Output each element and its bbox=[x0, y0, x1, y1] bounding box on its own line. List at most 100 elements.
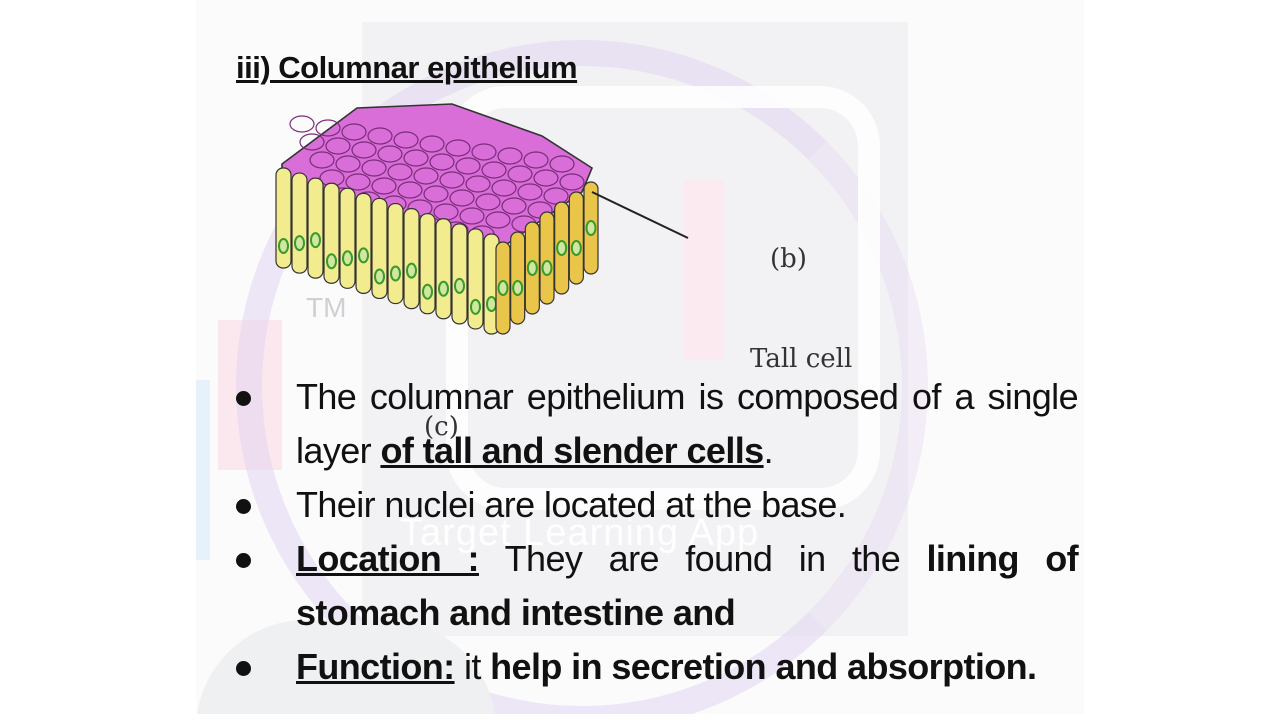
surface-cell bbox=[299, 133, 325, 151]
point-4-text: it bbox=[454, 646, 491, 687]
surface-cell bbox=[361, 159, 387, 177]
figure-label-c: (c) bbox=[424, 412, 459, 442]
list-item: Function: it help in secretion and absor… bbox=[236, 640, 1078, 694]
bullet-icon bbox=[236, 661, 251, 676]
surface-cell bbox=[371, 177, 397, 195]
surface-cell bbox=[413, 167, 439, 185]
columnar-cell bbox=[403, 208, 420, 310]
slide-page: Target Learning App TM iii) Columnar epi… bbox=[196, 0, 1084, 714]
point-4-emphasis: help in secretion and absorption. bbox=[490, 646, 1037, 687]
point-1-emphasis: of tall and slender cells bbox=[380, 430, 764, 471]
nucleus bbox=[374, 268, 385, 285]
list-item: Location : They are found in the lining … bbox=[236, 532, 1079, 640]
nucleus bbox=[585, 220, 597, 236]
surface-cell bbox=[549, 155, 575, 173]
surface-cell bbox=[419, 135, 445, 153]
nucleus bbox=[541, 260, 553, 276]
point-3-label: Location : bbox=[296, 538, 480, 579]
surface-cell bbox=[497, 147, 523, 165]
surface-cell bbox=[377, 145, 403, 163]
nucleus bbox=[512, 280, 524, 296]
surface-cell bbox=[325, 137, 351, 155]
columnar-cell bbox=[355, 192, 372, 294]
nucleus bbox=[497, 280, 509, 296]
bullet-icon bbox=[236, 499, 251, 514]
nucleus bbox=[438, 280, 449, 297]
tall-cell-pointer bbox=[591, 191, 689, 239]
surface-cell bbox=[523, 151, 549, 169]
nucleus bbox=[278, 238, 289, 254]
surface-cell bbox=[559, 173, 585, 191]
surface-cell bbox=[289, 115, 315, 133]
nucleus bbox=[470, 298, 481, 315]
epithelium-illustration bbox=[275, 103, 689, 335]
surface-cell bbox=[351, 141, 377, 159]
columnar-cell bbox=[339, 187, 356, 289]
point-1-end: . bbox=[763, 430, 774, 471]
surface-cell bbox=[393, 131, 419, 149]
nucleus bbox=[422, 283, 433, 300]
list-item: The columnar epithelium is composed of a… bbox=[236, 370, 1079, 478]
bullet-list: The columnar epithelium is composed of a… bbox=[236, 370, 1079, 694]
surface-cell bbox=[501, 197, 527, 215]
nucleus bbox=[342, 250, 353, 267]
surface-cell bbox=[533, 169, 559, 187]
list-item: Their nuclei are located at the base. bbox=[236, 478, 1078, 532]
columnar-cell bbox=[387, 202, 404, 305]
figure-label-tall-cell: Tall cell bbox=[750, 344, 853, 374]
nucleus bbox=[294, 235, 305, 252]
columnar-cell-side bbox=[539, 211, 555, 305]
surface-cell bbox=[387, 163, 413, 181]
surface-cell bbox=[445, 139, 471, 157]
nucleus bbox=[570, 240, 582, 256]
surface-cell bbox=[397, 181, 423, 199]
surface-cell bbox=[423, 185, 449, 203]
columnar-cell bbox=[307, 177, 324, 279]
point-3-emphasis: lining of stomach and intestine and bbox=[296, 538, 1079, 633]
columnar-cell bbox=[291, 172, 308, 274]
surface-cell bbox=[507, 165, 533, 183]
columnar-epithelium-figure: (b) Tall cell (c) bbox=[262, 96, 852, 442]
bullet-icon bbox=[236, 391, 251, 406]
surface-cell bbox=[341, 123, 367, 141]
nucleus bbox=[326, 253, 337, 270]
surface-cell bbox=[407, 199, 433, 217]
nucleus bbox=[390, 265, 401, 282]
bullet-icon bbox=[236, 553, 251, 568]
watermark-blue-bar bbox=[196, 380, 210, 560]
nucleus bbox=[358, 247, 369, 264]
surface-cell bbox=[429, 153, 455, 171]
surface-cell bbox=[309, 151, 335, 169]
surface-cell bbox=[315, 119, 341, 137]
columnar-cell-side bbox=[510, 231, 526, 325]
point-4-label: Function: bbox=[296, 646, 455, 687]
surface-cell bbox=[449, 189, 475, 207]
surface-cell bbox=[459, 207, 485, 225]
figure-label-b: (b) bbox=[770, 244, 807, 274]
surface-cell bbox=[345, 173, 371, 191]
point-2-text: Their nuclei are located at the base. bbox=[296, 484, 847, 525]
surface-cell bbox=[455, 157, 481, 175]
point-1-text: The columnar epithelium is composed of a… bbox=[296, 376, 1079, 471]
surface-cell bbox=[471, 143, 497, 161]
point-3-text: They are found in the bbox=[478, 538, 927, 579]
nucleus bbox=[406, 262, 417, 279]
surface-cell bbox=[465, 175, 491, 193]
nucleus bbox=[526, 260, 538, 276]
nucleus bbox=[310, 232, 321, 249]
surface-cell bbox=[403, 149, 429, 167]
surface-cell bbox=[475, 193, 501, 211]
surface-cell bbox=[491, 179, 517, 197]
columnar-cell bbox=[451, 223, 468, 325]
surface-cell bbox=[439, 171, 465, 189]
nucleus bbox=[556, 240, 568, 256]
nucleus bbox=[486, 296, 497, 312]
surface-cell bbox=[485, 211, 511, 229]
surface-cell bbox=[481, 161, 507, 179]
section-heading: iii) Columnar epithelium bbox=[236, 50, 578, 85]
surface-cell bbox=[335, 155, 361, 173]
surface-cell bbox=[367, 127, 393, 145]
nucleus bbox=[454, 277, 465, 294]
surface-cell bbox=[517, 183, 543, 201]
columnar-cell bbox=[435, 218, 452, 320]
